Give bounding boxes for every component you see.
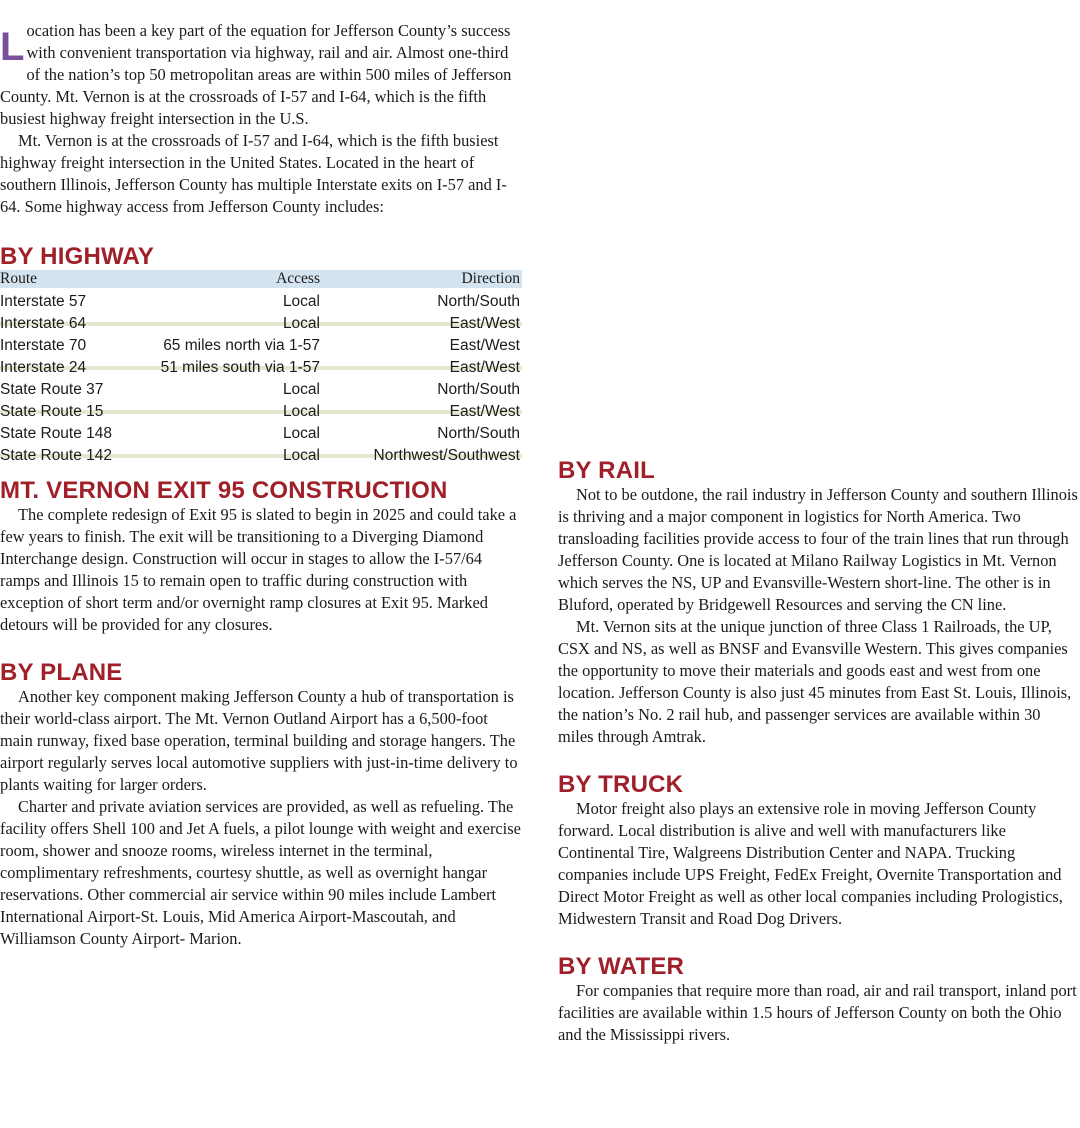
drop-cap: L xyxy=(0,25,25,69)
route-cell: State Route 15 xyxy=(0,404,128,420)
route-cell: State Route 148 xyxy=(0,425,113,442)
highway-table-header: Route Access Direction xyxy=(0,270,522,288)
table-row: State Route 148 Local North/South xyxy=(0,420,522,448)
route-cell: Interstate 57 xyxy=(0,293,87,310)
route-cell: State Route 142 xyxy=(0,448,128,464)
access-cell: 65 miles north via 1-57 xyxy=(163,337,320,354)
highway-heading: BY HIGHWAY xyxy=(0,243,155,270)
route-cell: Interstate 24 xyxy=(0,360,128,376)
route-cell: Interstate 64 xyxy=(0,316,128,332)
table-row: Interstate 57 Local North/South xyxy=(0,288,522,316)
exit95-paragraph: The complete redesign of Exit 95 is slat… xyxy=(0,505,517,634)
rail-section: BY RAIL Not to be outdone, the rail indu… xyxy=(558,458,1080,748)
table-row: Interstate 24 51 miles south via 1-57 Ea… xyxy=(0,360,522,376)
highway-section: BY HIGHWAY Route Access Direction Inters… xyxy=(0,244,522,464)
rail-paragraph-2: Mt. Vernon sits at the unique junction o… xyxy=(558,617,1072,746)
access-cell: Local xyxy=(128,316,322,332)
right-column: BY RAIL Not to be outdone, the rail indu… xyxy=(558,458,1080,1046)
route-cell: State Route 37 xyxy=(0,381,104,398)
direction-cell: East/West xyxy=(322,360,522,376)
direction-cell: Northwest/Southwest xyxy=(322,448,522,464)
table-row: Interstate 70 65 miles north via 1-57 Ea… xyxy=(0,332,522,360)
access-cell: Local xyxy=(128,404,322,420)
access-cell: Local xyxy=(282,381,320,398)
water-heading: BY WATER xyxy=(558,953,685,980)
truck-paragraph: Motor freight also plays an extensive ro… xyxy=(558,799,1063,928)
direction-cell: North/South xyxy=(437,293,520,310)
route-cell: Interstate 70 xyxy=(0,337,87,354)
water-section: BY WATER For companies that require more… xyxy=(558,954,1080,1046)
intro-paragraph-2: Mt. Vernon is at the crossroads of I-57 … xyxy=(0,131,507,216)
truck-section: BY TRUCK Motor freight also plays an ext… xyxy=(558,772,1080,930)
exit95-section: MT. VERNON EXIT 95 CONSTRUCTION The comp… xyxy=(0,478,522,636)
column-header-direction: Direction xyxy=(322,270,522,288)
rail-paragraph-1: Not to be outdone, the rail industry in … xyxy=(558,485,1078,614)
access-cell: Local xyxy=(128,448,322,464)
column-header-access: Access xyxy=(128,270,322,288)
table-row: State Route 37 Local North/South xyxy=(0,376,522,404)
column-header-route: Route xyxy=(0,270,128,288)
rail-heading: BY RAIL xyxy=(558,457,655,484)
table-row: State Route 15 Local East/West xyxy=(0,404,522,420)
exit95-heading: MT. VERNON EXIT 95 CONSTRUCTION xyxy=(0,477,448,504)
direction-cell: East/West xyxy=(322,404,522,420)
direction-cell: East/West xyxy=(449,337,520,354)
table-row: Interstate 64 Local East/West xyxy=(0,316,522,332)
truck-heading: BY TRUCK xyxy=(558,771,684,798)
access-cell: Local xyxy=(282,425,320,442)
plane-paragraph-2: Charter and private aviation services ar… xyxy=(0,797,521,948)
intro-paragraph-1-text: ocation has been a key part of the equat… xyxy=(0,21,512,128)
highway-table: Route Access Direction Interstate 57 Loc… xyxy=(0,270,522,464)
plane-heading: BY PLANE xyxy=(0,659,123,686)
direction-cell: East/West xyxy=(322,316,522,332)
access-cell: 51 miles south via 1-57 xyxy=(128,360,322,376)
plane-section: BY PLANE Another key component making Je… xyxy=(0,660,522,950)
direction-cell: North/South xyxy=(437,381,520,398)
table-row: State Route 142 Local Northwest/Southwes… xyxy=(0,448,522,464)
plane-paragraph-1: Another key component making Jefferson C… xyxy=(0,687,518,794)
water-paragraph: For companies that require more than roa… xyxy=(558,981,1077,1044)
direction-cell: North/South xyxy=(437,425,520,442)
access-cell: Local xyxy=(282,293,320,310)
